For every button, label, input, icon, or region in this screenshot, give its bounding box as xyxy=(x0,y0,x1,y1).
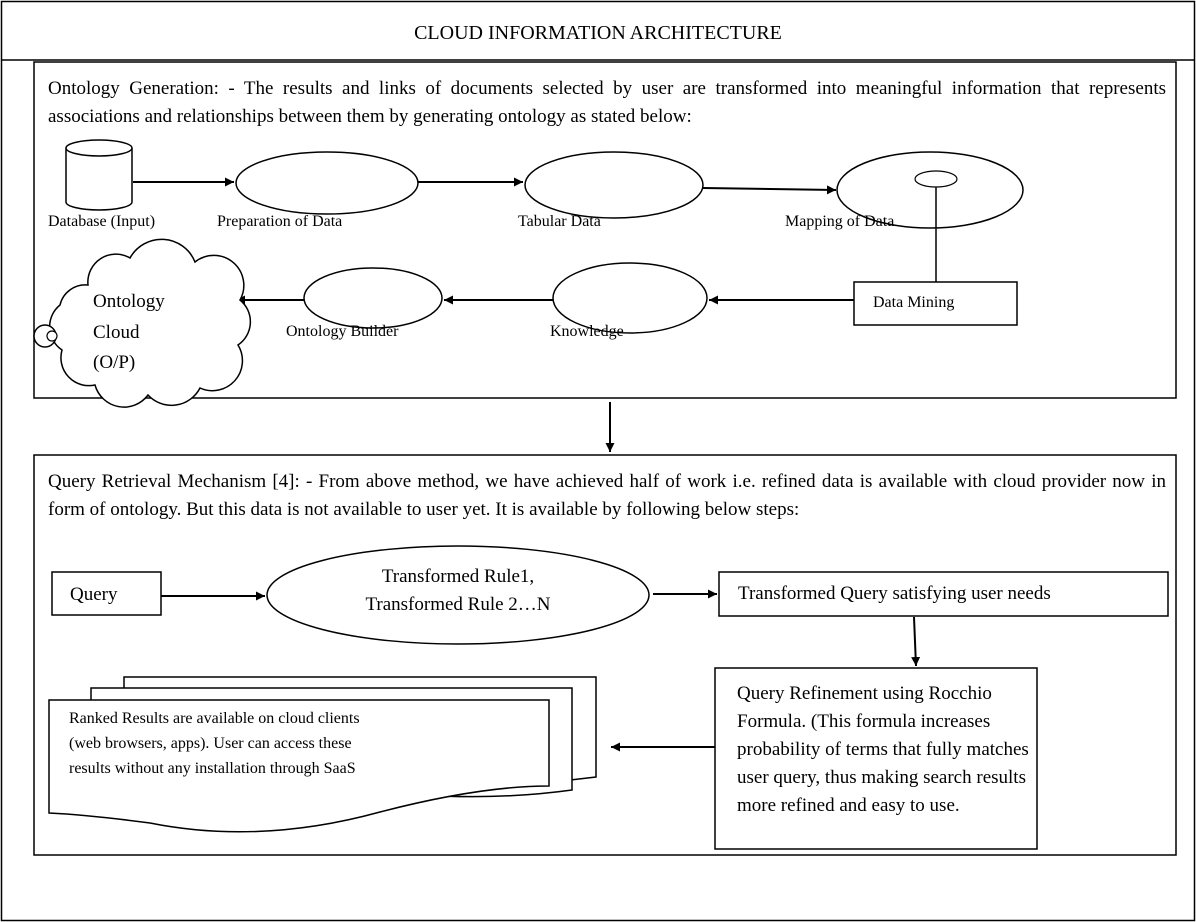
rules-ellipse xyxy=(266,545,650,645)
ontology-builder-ellipse xyxy=(303,267,443,329)
label-transformed-query: Transformed Query satisfying user needs xyxy=(738,583,1051,604)
label-tabular: Tabular Data xyxy=(518,213,601,230)
ontology-section-box xyxy=(33,61,1177,399)
cloud-connector-inner xyxy=(46,330,58,342)
preparation-ellipse xyxy=(235,151,419,215)
label-mapping: Mapping of Data xyxy=(785,213,895,230)
label-ontology-builder: Ontology Builder xyxy=(286,323,399,340)
label-query: Query xyxy=(70,584,118,605)
label-preparation: Preparation of Data xyxy=(217,213,343,230)
refinement-line-4: user query, thus making search results xyxy=(737,767,1026,788)
results-line-3: results without any installation through… xyxy=(69,760,356,777)
data-mining-box xyxy=(853,281,1018,326)
cloud-label-line2: Cloud xyxy=(93,322,140,343)
mapping-inner-ellipse xyxy=(914,170,958,188)
refinement-line-5: more refined and easy to use. xyxy=(737,795,960,816)
refinement-line-2: Formula. (This formula increases xyxy=(737,711,991,732)
query-description: Query Retrieval Mechanism [4]: - From ab… xyxy=(48,471,1166,520)
query-section-box xyxy=(33,454,1177,856)
results-line-1: Ranked Results are available on cloud cl… xyxy=(69,710,360,727)
query-box xyxy=(51,571,162,616)
arrow-tabular-to-mapping xyxy=(702,185,837,195)
refinement-line-3: probability of terms that fully matches xyxy=(737,739,1029,760)
results-line-2: (web browsers, apps). User can access th… xyxy=(69,735,352,752)
cloud-label-line3: (O/P) xyxy=(93,352,136,373)
transformed-query-box xyxy=(718,571,1169,617)
knowledge-ellipse xyxy=(552,262,708,334)
diagram-title: CLOUD INFORMATION ARCHITECTURE xyxy=(414,22,782,44)
label-data-mining: Data Mining xyxy=(873,294,955,311)
label-rules-line2: Transformed Rule 2…N xyxy=(365,594,551,615)
cloud-label-line1: Ontology xyxy=(93,291,165,312)
ontology-cloud-shape xyxy=(48,238,252,408)
results-document-stack xyxy=(48,676,597,833)
label-knowledge: Knowledge xyxy=(550,323,624,340)
ontology-description: Ontology Generation: - The results and l… xyxy=(48,78,1166,127)
label-database: Database (Input) xyxy=(48,213,156,230)
arrow-transformed-to-refinement xyxy=(911,616,921,667)
mapping-ellipse xyxy=(836,151,1024,229)
refinement-line-1: Query Refinement using Rocchio xyxy=(737,683,992,704)
label-rules-line1: Transformed Rule1, xyxy=(381,566,535,587)
tabular-ellipse xyxy=(524,151,704,219)
database-cylinder-icon xyxy=(65,139,133,211)
refinement-box xyxy=(714,667,1038,850)
